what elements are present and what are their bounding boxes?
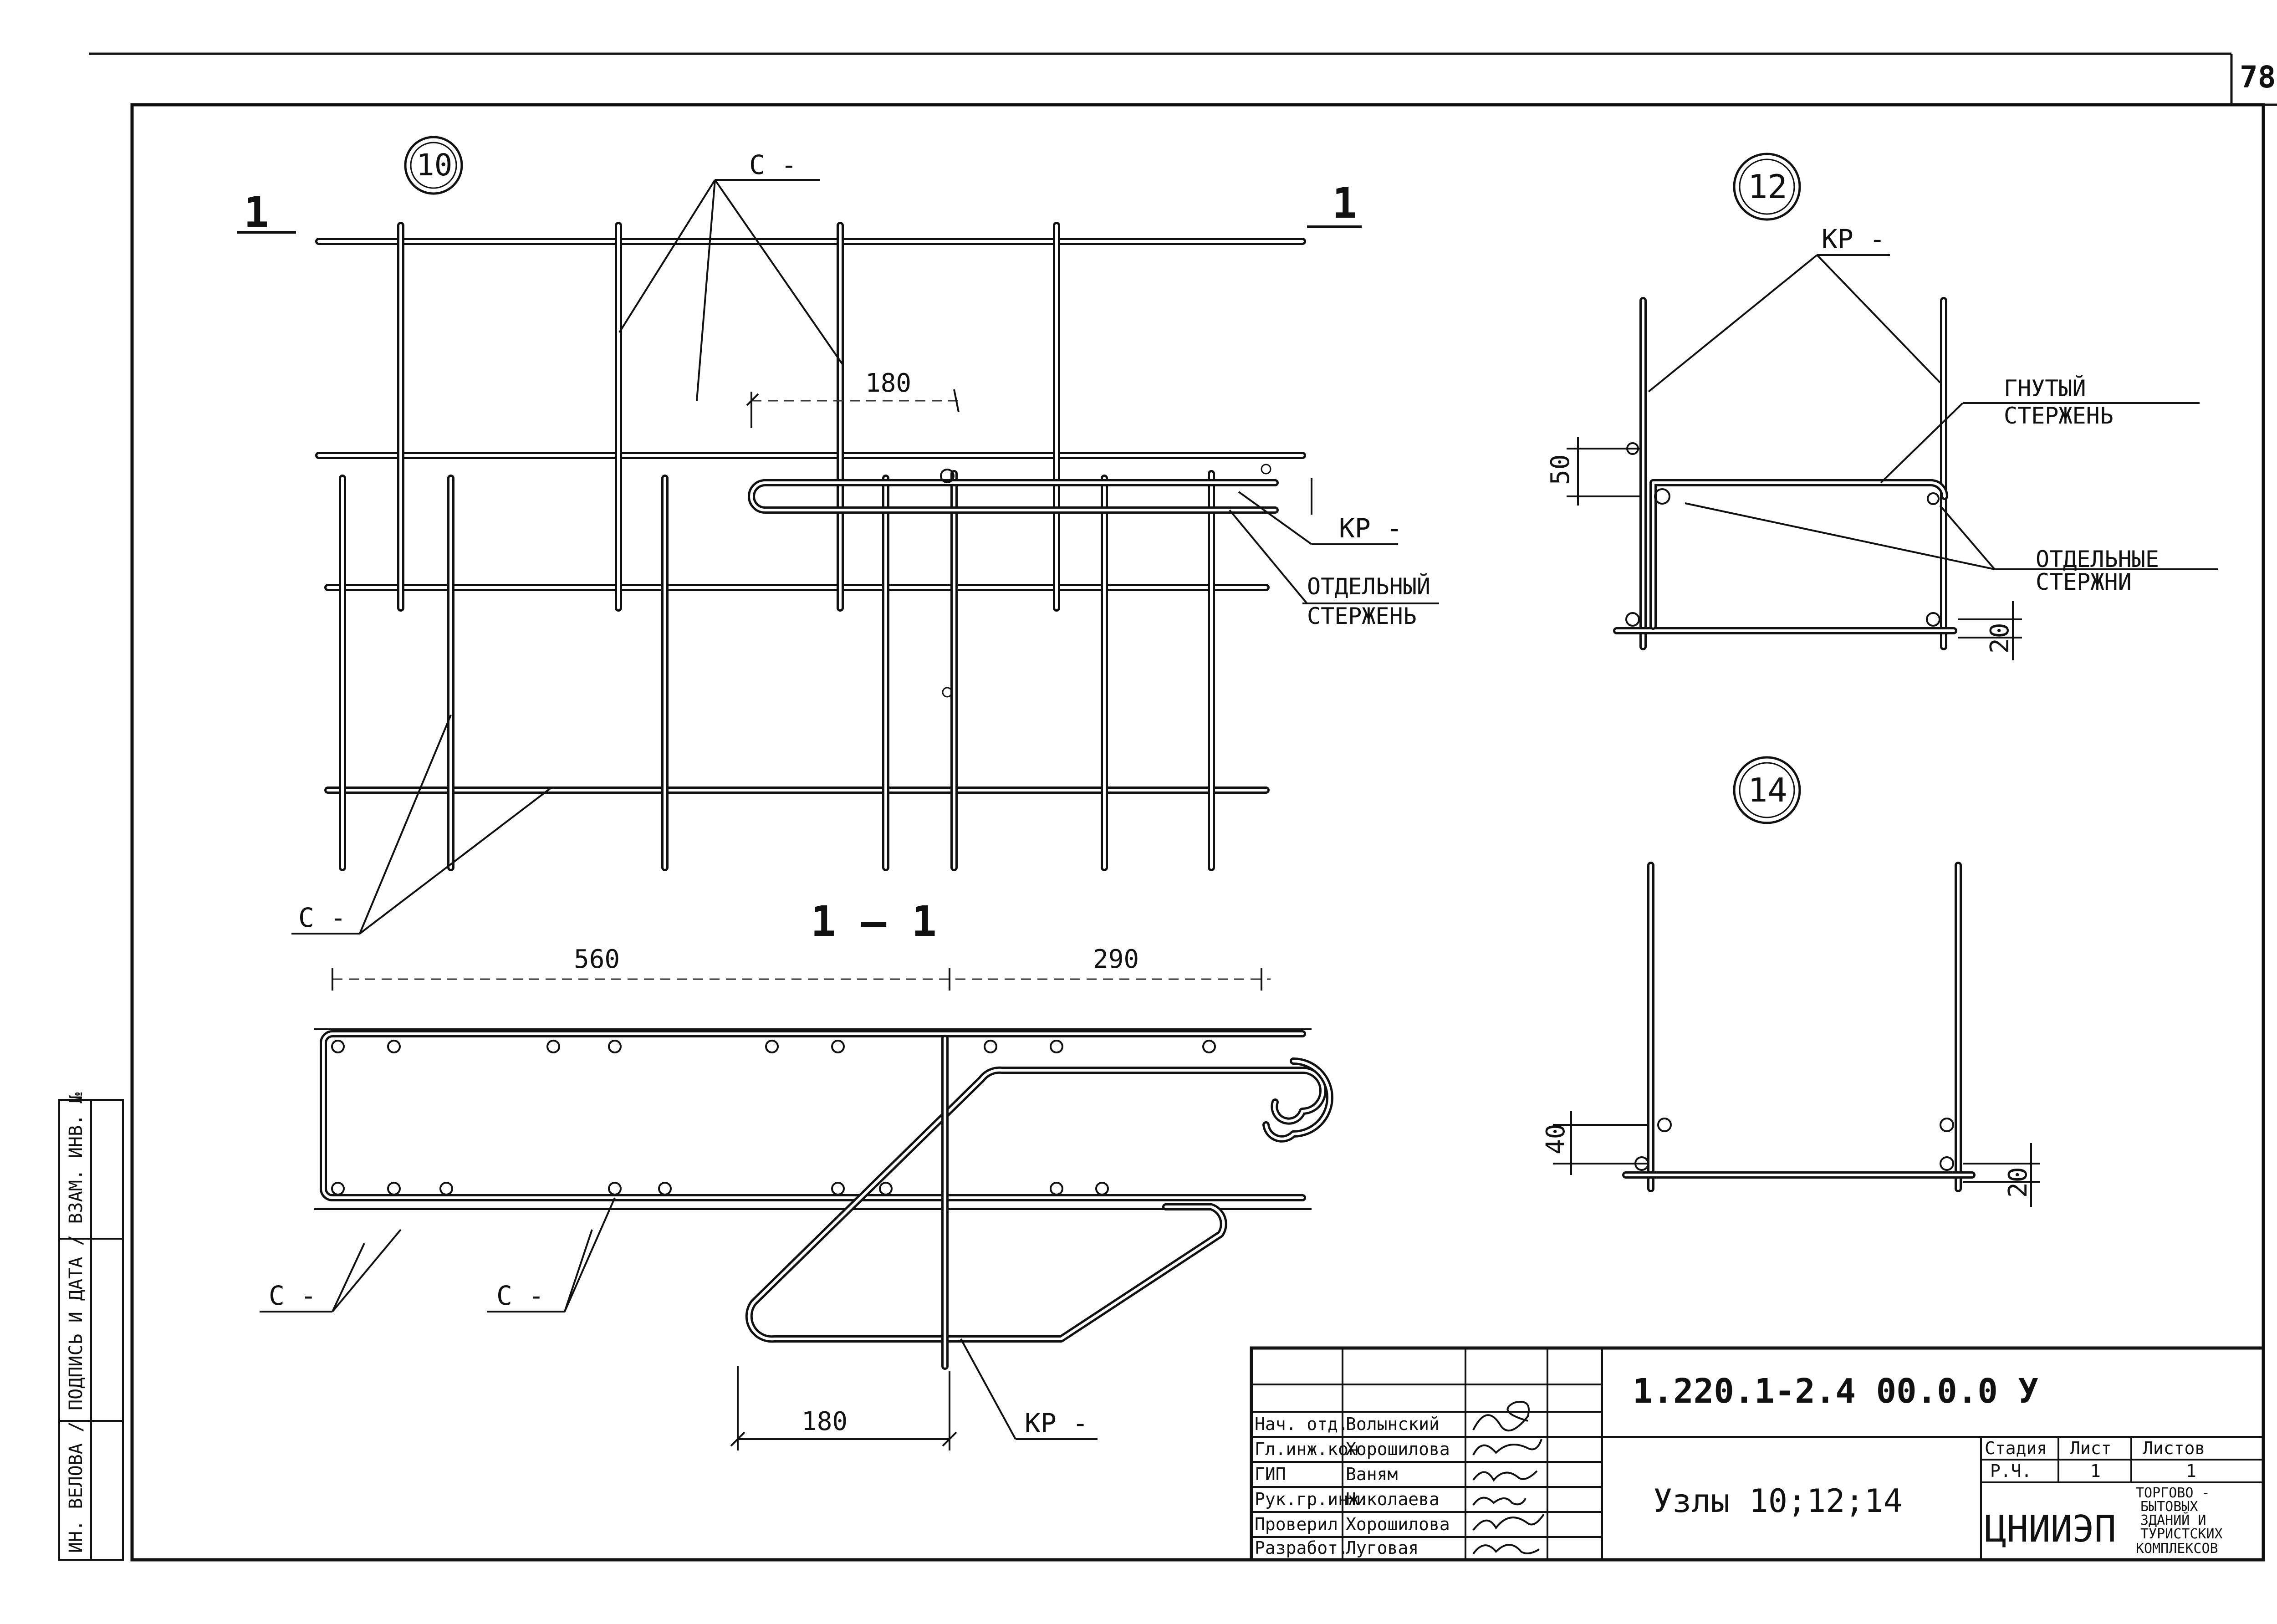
section-1-1: 1 — 1 560 290	[260, 897, 1333, 1450]
separate-bar-label-2: СТЕРЖЕНЬ	[1307, 603, 1417, 629]
dim-20-12-label: 20	[1985, 623, 2015, 654]
sheet-frame: 78	[89, 52, 2277, 1562]
dim-20-14-label: 20	[2003, 1167, 2033, 1198]
document-code: 1.220.1-2.4 00.0.0 У	[1633, 1372, 2038, 1411]
name-3: Николаева	[1346, 1489, 1440, 1509]
section-dimension-top: 560 290	[332, 945, 1271, 991]
page-number: 78	[2240, 60, 2276, 95]
node-14-id: 14	[1748, 771, 1787, 809]
dim-20-14: 20	[1963, 1143, 2040, 1207]
dim-180-label: 180	[865, 368, 911, 398]
sheet-header: Лист	[2070, 1438, 2112, 1458]
name-1: Хорошилова	[1346, 1439, 1450, 1459]
leader-c-plan-bottom: С -	[291, 715, 552, 935]
label-kr-plan: КР -	[1339, 513, 1403, 544]
longitudinal-bars	[315, 238, 1306, 794]
role-1: Гл.инж.кон	[1255, 1439, 1359, 1459]
separate-bar-label-1: ОТДЕЛЬНЫЙ	[1307, 573, 1430, 600]
role-3: Рук.гр.инж.	[1255, 1489, 1369, 1509]
section-title: 1 — 1	[811, 897, 937, 946]
section-bent-bar	[745, 1035, 1333, 1370]
name-2: Ваням	[1346, 1464, 1398, 1484]
node-10-id: 10	[416, 148, 452, 183]
transverse-bars-upper	[397, 222, 1060, 612]
section-rebar-dots	[331, 1040, 1216, 1195]
signature-5	[1472, 1544, 1540, 1555]
dim-50-12: 50	[1546, 437, 1639, 506]
section-mark-right: 1	[1332, 179, 1357, 228]
section-dim-180: 180	[730, 1366, 957, 1450]
leader-c-section-left: С -	[260, 1229, 402, 1312]
node-12: 12 КР - ГНУТЫЙ СТЕРЖЕНЬ	[1546, 153, 2218, 660]
org-desc-4: КОМПЛЕКСОВ	[2136, 1541, 2218, 1557]
dim-290-label: 290	[1093, 945, 1139, 974]
sheets-header: Листов	[2143, 1438, 2205, 1458]
dim-50-label: 50	[1546, 455, 1575, 485]
role-5: Разработ.	[1255, 1538, 1348, 1558]
stage-value: Р.Ч.	[1990, 1461, 2032, 1481]
label-c-section-left: С -	[269, 1280, 317, 1311]
dim-40-14: 40	[1541, 1111, 1649, 1175]
separate-bar	[748, 464, 1279, 698]
node-14: 14 40 20	[1541, 756, 2040, 1207]
name-4: Хорошилова	[1346, 1514, 1450, 1534]
name-5: Луговая	[1346, 1538, 1419, 1558]
label-kr-12: КР -	[1822, 224, 1885, 255]
transverse-bars-lower	[339, 470, 1215, 871]
title-block-signatures: Нач. отд. Волынский Гл.инж.кон Хорошилов…	[1255, 1401, 1545, 1558]
leader-kr-section: КР -	[960, 1338, 1098, 1440]
node-10-plan: 10 1 1	[237, 136, 1439, 935]
dim-40-label: 40	[1541, 1124, 1571, 1154]
section-stirrup	[320, 1030, 1306, 1201]
signature-2	[1472, 1470, 1538, 1482]
dim-560-label: 560	[574, 945, 620, 974]
signature-4	[1472, 1513, 1545, 1531]
node-12-id: 12	[1748, 168, 1787, 206]
org-name: ЦНИИЭП	[1985, 1508, 2116, 1550]
org-desc-0: ТОРГОВО -	[2136, 1485, 2210, 1501]
leader-kr-plan: КР -	[1238, 491, 1403, 545]
label-c-plan-bottom: С -	[298, 902, 346, 933]
leader-kr-12: КР -	[1648, 224, 1941, 393]
signature-1	[1472, 1439, 1542, 1455]
bent-bar-label-1: ГНУТЫЙ	[2004, 375, 2086, 402]
role-4: Проверил	[1255, 1514, 1338, 1534]
signature-0	[1472, 1401, 1530, 1432]
name-0: Волынский	[1346, 1414, 1440, 1434]
leader-separate-bar: ОТДЕЛЬНЫЙ СТЕРЖЕНЬ	[1229, 509, 1439, 629]
dim-180-bottom-label: 180	[802, 1407, 847, 1436]
sep-bars-label-1: ОТДЕЛЬНЫЕ	[2036, 546, 2159, 572]
side-stamp-text: ИН. ВЕЛОВА / ПОДПИСЬ И ДАТА / ВЗАМ. ИНВ.…	[66, 1093, 87, 1553]
section-mark-left: 1	[244, 188, 269, 237]
sep-bars-label-2: СТЕРЖНИ	[2036, 569, 2132, 595]
sheets-value: 1	[2186, 1461, 2196, 1481]
leader-separate-bars-12: ОТДЕЛЬНЫЕ СТЕРЖНИ	[1685, 502, 2218, 595]
node-10-dim-180: 180	[746, 368, 960, 428]
dim-20-12: 20	[1958, 601, 2022, 660]
title-block: Нач. отд. Волынский Гл.инж.кон Хорошилов…	[1250, 1346, 2265, 1562]
organization: ЦНИИЭП ТОРГОВО - БЫТОВЫХ ЗДАНИЙ И ТУРИСТ…	[1985, 1485, 2223, 1557]
org-desc-1: БЫТОВЫХ	[2140, 1499, 2198, 1515]
role-2: ГИП	[1255, 1464, 1286, 1484]
side-stamp: ИН. ВЕЛОВА / ПОДПИСЬ И ДАТА / ВЗАМ. ИНВ.…	[58, 1093, 124, 1561]
label-kr-section: КР -	[1025, 1408, 1088, 1439]
org-desc-3: ТУРИСТСКИХ	[2140, 1526, 2223, 1542]
sheet-title: Узлы 10;12;14	[1653, 1482, 1903, 1520]
leader-bent-bar-12: ГНУТЫЙ СТЕРЖЕНЬ	[1880, 375, 2200, 484]
role-0: Нач. отд.	[1255, 1414, 1348, 1434]
stage-table: Стадия Лист Листов Р.Ч. 1 1	[1981, 1437, 2263, 1483]
leader-c-top: С -	[618, 149, 843, 401]
label-c-top: С -	[749, 149, 797, 180]
stage-header: Стадия	[1985, 1438, 2047, 1458]
leader-c-section-mid: С -	[487, 1197, 616, 1312]
signature-3	[1472, 1496, 1527, 1506]
label-c-section-mid: С -	[496, 1280, 544, 1311]
org-desc-2: ЗДАНИЙ И	[2140, 1512, 2206, 1528]
sheet-value: 1	[2090, 1461, 2101, 1481]
bent-bar-label-2: СТЕРЖЕНЬ	[2004, 403, 2114, 429]
